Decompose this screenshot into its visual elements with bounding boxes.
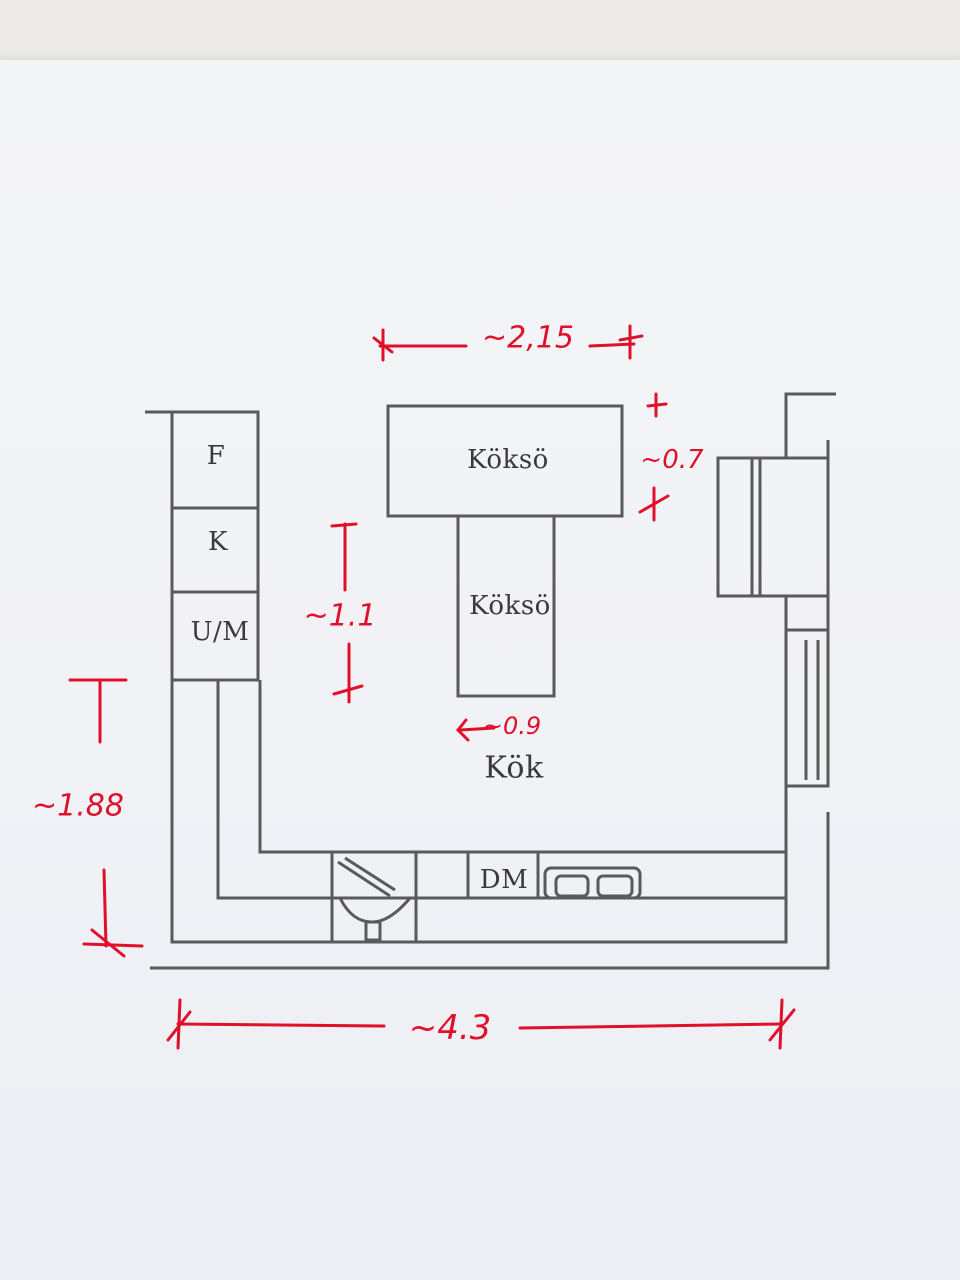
- dim-line-total-right: [518, 1022, 784, 1030]
- room-label: Kök: [484, 750, 544, 786]
- dim-left-run: ~1.88: [32, 788, 124, 824]
- island-bottom-label: Köksö: [469, 591, 551, 621]
- wall-bottom-right: [150, 812, 830, 970]
- counter-inner-edge: [258, 680, 786, 854]
- dim-line-left-run-bottom: [102, 868, 108, 948]
- island-top-label: Köksö: [467, 445, 549, 475]
- dim-line-total-left: [176, 1022, 386, 1028]
- dim-island-bottom-width: ~0.9: [482, 712, 542, 740]
- sink-basin: [337, 896, 414, 924]
- paper-sheet: [0, 60, 960, 1280]
- dim-island-depth: ~0.7: [640, 445, 704, 475]
- dim-line-island-width-right: [588, 342, 636, 348]
- right-cabinet: [716, 456, 830, 598]
- dim-island-gap: ~1.1: [303, 598, 377, 634]
- sink-unit: [330, 850, 418, 944]
- island-bottom: [456, 514, 556, 698]
- wall-top-right: [784, 392, 836, 458]
- stove: [543, 866, 642, 900]
- dishwasher-label: DM: [479, 865, 529, 895]
- fridge-label: F: [206, 441, 226, 471]
- counter-outer: [170, 678, 788, 944]
- dim-total-width: ~4.3: [408, 1008, 492, 1048]
- freezer-label: K: [208, 527, 228, 557]
- dim-island-width: ~2,15: [482, 320, 574, 356]
- oven-micro-label: U/M: [190, 617, 250, 647]
